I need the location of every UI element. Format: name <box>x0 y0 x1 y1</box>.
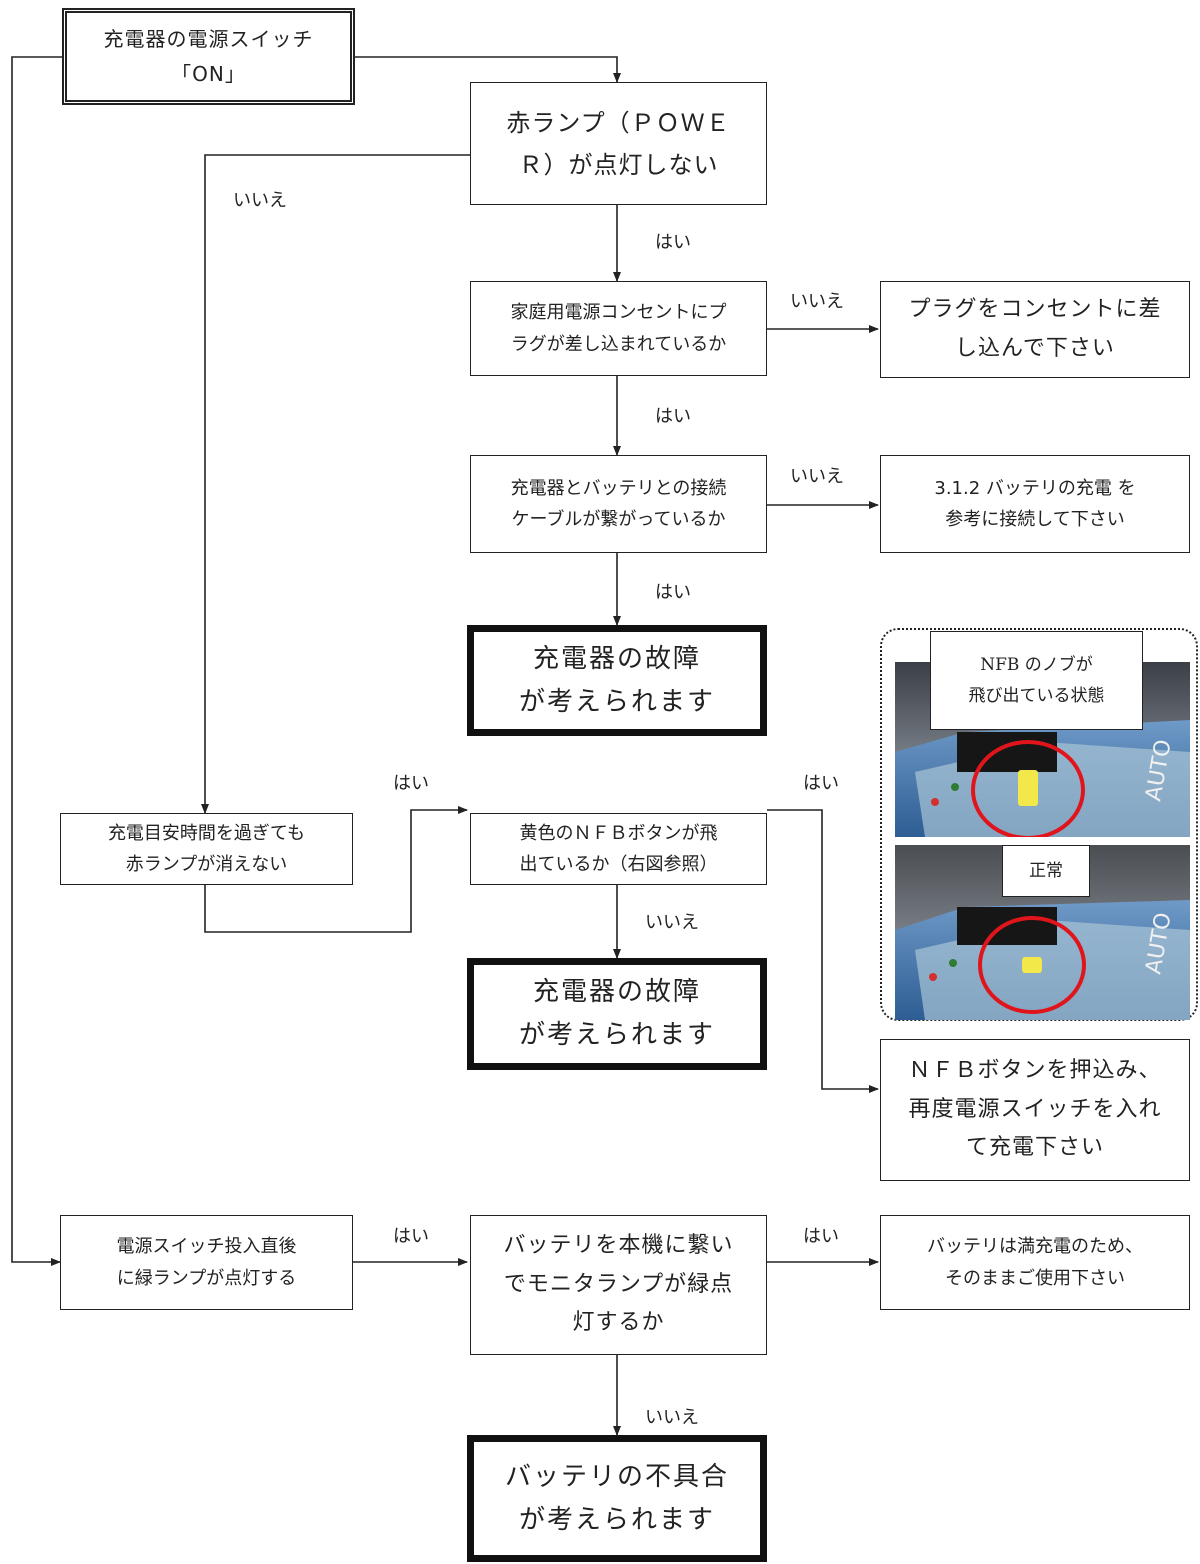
node-outlet-check: 家庭用電源コンセントにプ ラグが差し込まれているか <box>470 281 767 376</box>
node-battery-full: バッテリは満充電のため、 そのままご使用下さい <box>880 1215 1190 1310</box>
nfb-reference-panel <box>880 628 1198 1021</box>
node-charger-fault-1: 充電器の故障 が考えられます <box>467 625 767 736</box>
edge-label-time-over-yes: はい <box>393 773 429 794</box>
edge-label-red-lamp-yes: はい <box>655 232 691 253</box>
node-cable-connect: 3.1.2 バッテリの充電 を 参考に接続して下さい <box>880 455 1190 553</box>
node-cable-check: 充電器とバッテリとの接続 ケーブルが繋がっているか <box>470 455 767 553</box>
edge-label-green-yes: はい <box>393 1226 429 1247</box>
node-nfb-press: ＮＦＢボタンを押込み、 再度電源スイッチを入れ て充電下さい <box>880 1039 1190 1181</box>
node-red-lamp-not-lit: 赤ランプ（ＰＯＷＥ Ｒ）が点灯しない <box>470 82 767 205</box>
node-battery-fault: バッテリの不具合 が考えられます <box>467 1435 767 1562</box>
edge-label-outlet-yes: はい <box>655 406 691 427</box>
edge-label-cable-yes: はい <box>655 582 691 603</box>
edge-label-nfb-yes: はい <box>803 773 839 794</box>
edge-label-outlet-no: いいえ <box>790 291 844 312</box>
node-start-power-switch: 充電器の電源スイッチ 「ON」 <box>62 8 355 105</box>
caption-nfb-popped: NFB のノブが 飛び出ている状態 <box>930 631 1143 730</box>
caption-normal: 正常 <box>1002 845 1090 897</box>
node-nfb-check: 黄色のＮＦＢボタンが飛 出ているか（右図参照） <box>470 813 767 885</box>
edge-label-nfb-no: いいえ <box>645 912 699 933</box>
node-battery-check: バッテリを本機に繋い でモニタランプが緑点 灯するか <box>470 1215 767 1355</box>
node-plug-in: プラグをコンセントに差 し込んで下さい <box>880 281 1190 378</box>
edge-label-cable-no: いいえ <box>790 466 844 487</box>
node-charger-fault-2: 充電器の故障 が考えられます <box>467 958 767 1070</box>
edge-label-battery-yes: はい <box>803 1226 839 1247</box>
edge-label-battery-no: いいえ <box>645 1407 699 1428</box>
node-green-lamp: 電源スイッチ投入直後 に緑ランプが点灯する <box>60 1215 353 1310</box>
node-time-over: 充電目安時間を過ぎても 赤ランプが消えない <box>60 813 353 885</box>
edge-label-red-lamp-no: いいえ <box>233 190 287 211</box>
